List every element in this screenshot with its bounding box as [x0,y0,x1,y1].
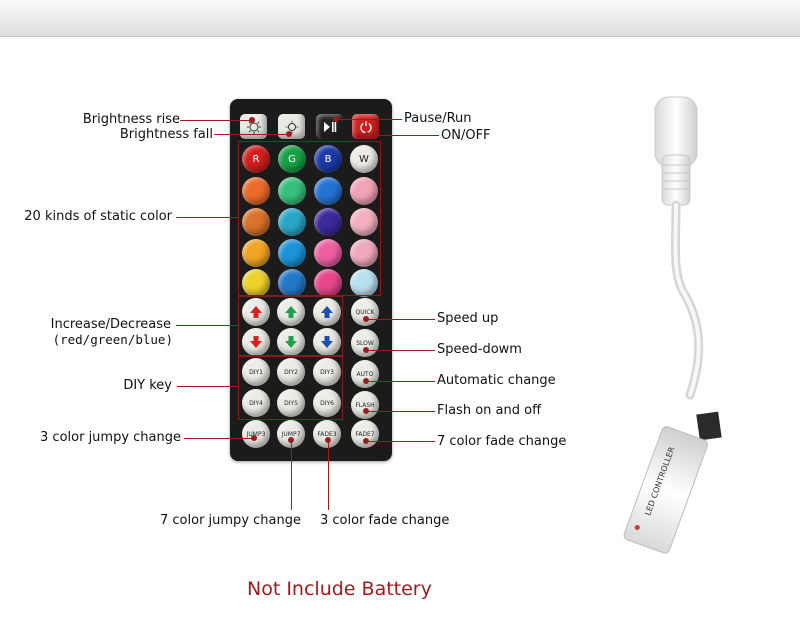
color-key-r1c3[interactable]: B [314,145,342,173]
arrow-up-icon [250,306,262,318]
arrow-down-icon [250,336,262,348]
led-controller-cable: LED CONTROLLER [623,96,722,554]
static-color-box [238,141,381,296]
color-key-r3c1[interactable] [242,208,270,236]
label-pause-run: Pause/Run [404,111,472,126]
color-key-r5c4[interactable] [350,269,378,297]
leader-dot [286,131,292,137]
leader-inc-dec [176,325,238,326]
green-up-button[interactable] [277,298,305,326]
arrow-down-icon [285,336,297,348]
leader-dot [363,438,369,444]
leader-diy [177,386,238,387]
flash-button[interactable]: FLASH [351,391,379,419]
label-jump7: 7 color jumpy change [160,513,301,528]
leader-jump7 [291,440,292,510]
label-static-color: 20 kinds of static color [24,209,172,224]
blue-up-button[interactable] [313,298,341,326]
color-key-r2c3[interactable] [314,177,342,205]
color-key-letter: B [324,153,332,165]
color-key-letter: R [252,153,260,165]
label-brightness-rise: Brightness rise [82,112,180,127]
red-up-button[interactable] [242,298,270,326]
arrow-down-icon [321,336,333,348]
leader-brightness-fall [214,134,289,135]
color-key-r3c2[interactable] [278,208,306,236]
label-speed-up: Speed up [437,311,499,326]
label-fade7: 7 color fade change [437,434,567,449]
green-down-button[interactable] [277,328,305,356]
label-flash: Flash on and off [437,403,542,418]
color-key-r5c1[interactable] [242,269,270,297]
arrow-up-icon [321,306,333,318]
color-key-r1c1[interactable]: R [242,145,270,173]
arrow-up-icon [285,306,297,318]
fade3-button[interactable]: FADE3 [313,420,341,448]
leader-dot [363,347,369,353]
leader-on-off [367,135,439,136]
leader-pause-run [336,119,402,120]
blue-down-button[interactable] [313,328,341,356]
label-on-off: ON/OFF [441,128,491,143]
label-jump3: 3 color jumpy change [40,430,181,445]
color-key-r2c2[interactable] [278,177,306,205]
diy-box [238,356,343,420]
label-diy-key: DIY key [123,378,172,393]
leader-brightness-rise [180,120,252,121]
play-pause-icon [323,121,336,132]
fade7-button[interactable]: FADE7 [351,420,379,448]
top-banner [0,0,800,37]
color-key-r4c2[interactable] [278,239,306,267]
diy4-button[interactable]: DIY4 [242,389,270,417]
diy5-button[interactable]: DIY5 [277,389,305,417]
leader-dot [251,435,257,441]
arrow-box [238,296,343,356]
color-key-r4c1[interactable] [242,239,270,267]
color-key-letter: W [359,153,369,165]
diy3-button[interactable]: DIY3 [313,358,341,386]
power-button[interactable] [352,114,379,139]
color-key-r1c2[interactable]: G [278,145,306,173]
label-fade3: 3 color fade change [320,513,450,528]
leader-static-color [176,217,238,218]
color-key-r3c3[interactable] [314,208,342,236]
label-auto-change: Automatic change [437,373,556,388]
leader-dot [249,117,255,123]
leader-speed-down [366,350,435,351]
leader-flash [366,411,435,412]
leader-fade3 [328,440,329,510]
red-down-button[interactable] [242,328,270,356]
color-key-letter: G [288,153,296,165]
leader-dot [288,437,294,443]
diy2-button[interactable]: DIY2 [277,358,305,386]
diy1-button[interactable]: DIY1 [242,358,270,386]
color-key-r4c3[interactable] [314,239,342,267]
leader-dot [333,116,339,122]
diy6-button[interactable]: DIY6 [313,389,341,417]
color-key-r3c4[interactable] [350,208,378,236]
leader-dot [364,132,370,138]
leader-dot [325,437,331,443]
color-key-r5c2[interactable] [278,269,306,297]
label-increase-decrease: Increase/Decrease [50,317,171,332]
label-brightness-fall: Brightness fall [119,127,213,142]
color-key-r1c4[interactable]: W [350,145,378,173]
color-key-r4c4[interactable] [350,239,378,267]
battery-note: Not Include Battery [247,578,432,600]
label-rgb: (red/green/blue) [52,332,173,347]
leader-fade7 [366,441,435,442]
color-key-r2c4[interactable] [350,177,378,205]
jump3-button[interactable]: JUMP3 [242,420,270,448]
color-key-r5c3[interactable] [314,269,342,297]
leader-dot [363,316,369,322]
label-speed-down: Speed-dowm [437,342,522,357]
leader-jump3 [184,438,254,439]
leader-auto [366,381,435,382]
color-key-r2c1[interactable] [242,177,270,205]
leader-dot [363,408,369,414]
leader-speed-up [366,319,435,320]
leader-dot [363,378,369,384]
